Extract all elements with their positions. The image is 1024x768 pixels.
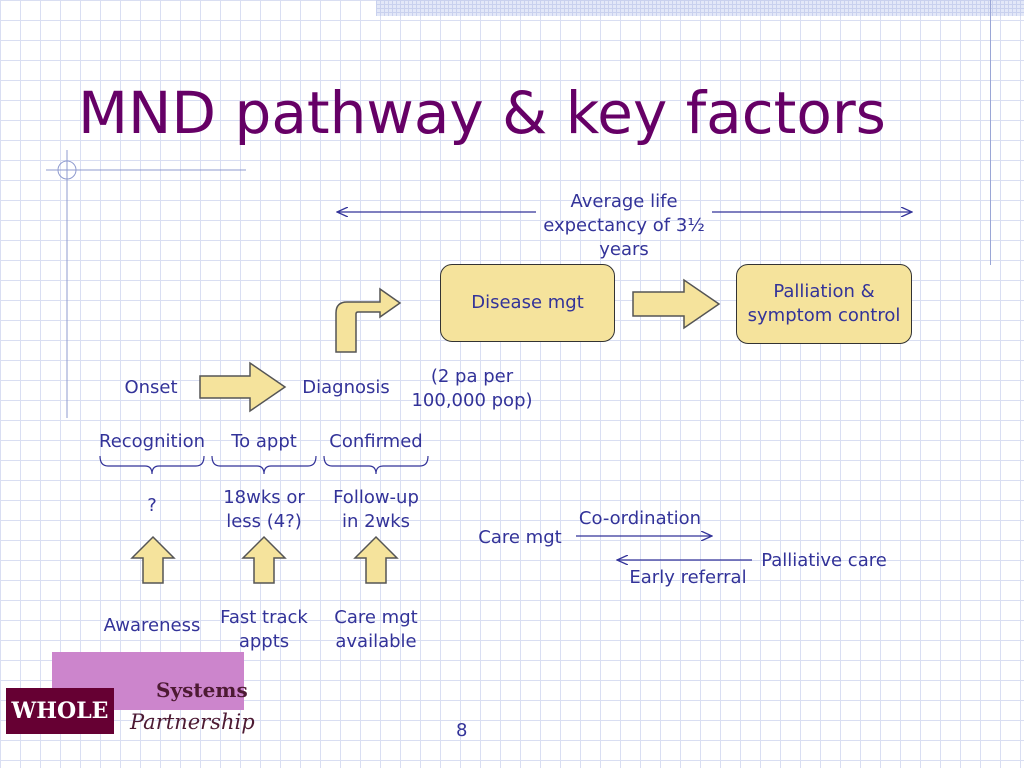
stage-label-confirmed: Confirmed [329, 431, 423, 452]
up-arrow-care-mgt [353, 535, 399, 584]
logo-whole: WHOLE [6, 688, 114, 734]
top-decorative-band [376, 0, 1024, 16]
up-arrow-awareness [130, 535, 176, 584]
onset-label: Onset [124, 377, 178, 398]
brace-to-appt [211, 455, 317, 475]
up-arrow-fast-track [241, 535, 287, 584]
block-arrow-to-palliation [632, 278, 721, 330]
bent-arrow-to-disease-mgt [335, 287, 402, 353]
logo-partnership: Partnership [130, 710, 255, 734]
palliation-box: Palliation & symptom control [736, 264, 912, 344]
slide-title: MND pathway & key factors [78, 79, 886, 147]
stage-label-to-appt: To appt [231, 431, 297, 452]
palliative-care-label: Palliative care [761, 550, 887, 571]
coordination-label: Co-ordination [578, 508, 702, 529]
right-decorative-rule [990, 0, 991, 265]
stage-target-recognition: ? [147, 495, 157, 516]
title-crosshair-decoration [46, 150, 246, 418]
factor-care-mgt: Care mgt available [334, 607, 418, 652]
factor-awareness: Awareness [103, 615, 201, 636]
life-expectancy-label: Average life expectancy of 3½ years [543, 191, 705, 260]
disease-mgt-box: Disease mgt [440, 264, 615, 342]
logo-systems: Systems [156, 678, 248, 702]
stage-target-to-appt: 18wks or less (4?) [223, 487, 305, 532]
incidence-note: (2 pa per 100,000 pop) [411, 366, 533, 411]
stage-label-recognition: Recognition [99, 431, 205, 452]
brace-confirmed [323, 455, 429, 475]
block-arrow-onset-to-diagnosis [199, 361, 287, 413]
diagnosis-label: Diagnosis [302, 377, 390, 398]
early-referral-label: Early referral [629, 567, 747, 588]
brace-recognition [99, 455, 205, 475]
care-mgt-label: Care mgt [478, 527, 562, 548]
stage-target-confirmed: Follow-up in 2wks [333, 487, 419, 532]
page-number: 8 [456, 720, 468, 741]
factor-fast-track: Fast track appts [220, 607, 308, 652]
